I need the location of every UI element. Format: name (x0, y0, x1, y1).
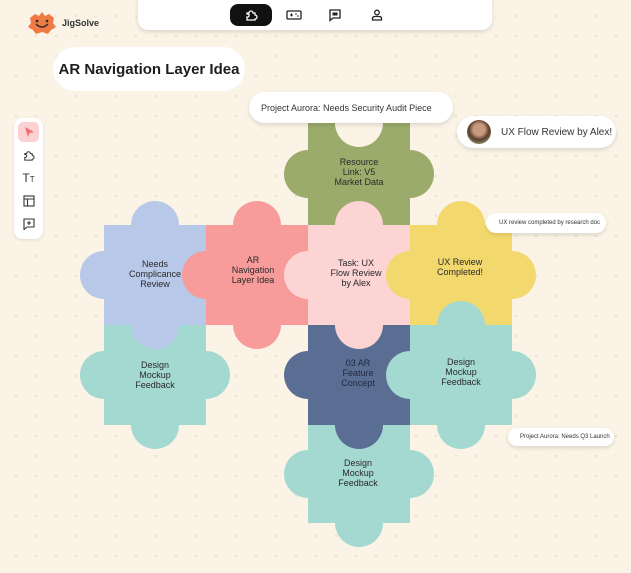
label-design-left: Design Mockup Feedback (135, 360, 175, 390)
nav-profile-button[interactable] (356, 4, 398, 26)
piece-ux-done[interactable] (386, 201, 536, 349)
add-comment-icon (22, 218, 35, 230)
puzzle-piece-icon (24, 150, 35, 161)
text-icon: TT (22, 171, 35, 185)
app-logo[interactable]: JigSolve (26, 10, 99, 36)
pointer-icon (24, 127, 34, 137)
nav-puzzle-button[interactable] (230, 4, 272, 26)
tool-palette: TT (14, 118, 43, 239)
app-name: JigSolve (62, 18, 100, 28)
nav-games-button[interactable] (273, 4, 315, 26)
piece-design-bottom[interactable] (284, 401, 434, 547)
chat-icon (329, 9, 341, 22)
label-design-right: Design Mockup Feedback (441, 357, 481, 387)
comment-security[interactable]: Project Aurora: Needs Security Audit Pie… (249, 92, 453, 123)
board-title-text: AR Navigation Layer Idea (58, 60, 240, 78)
label-compliance: Needs Complicance Review (128, 259, 182, 289)
label-design-bottom: Design Mockup Feedback (338, 458, 378, 488)
tool-layout[interactable] (18, 191, 39, 211)
comment-research-text: UX review completed by research doc (499, 220, 601, 226)
label-ar-navigation: AR Navigation Layer Idea (231, 255, 275, 285)
avatar (467, 120, 491, 144)
tool-text[interactable]: TT (18, 168, 39, 188)
gamepad-icon (286, 10, 302, 20)
tool-puzzle-piece[interactable] (18, 145, 39, 165)
piece-design-left[interactable] (80, 301, 230, 449)
puzzle-icon (246, 10, 258, 21)
piece-ux-task[interactable] (284, 201, 410, 349)
comment-launch[interactable]: Project Aurora: Needs Q3 Launch (508, 428, 614, 446)
comment-research[interactable]: UX review completed by research doc (486, 213, 606, 233)
label-ux-done: UX Review Completed! (436, 257, 484, 277)
comment-launch-text: Project Aurora: Needs Q3 Launch (520, 434, 610, 440)
comment-alex-text: UX Flow Review by Alex! (501, 126, 613, 138)
board-title[interactable]: AR Navigation Layer Idea (53, 47, 245, 91)
label-ux-task: Task: UX Flow Review by Alex (330, 258, 382, 288)
comment-alex[interactable]: UX Flow Review by Alex! (457, 116, 616, 148)
layout-icon (22, 195, 35, 207)
label-feature-concept: 03 AR Feature Concept (341, 358, 375, 388)
logo-gear-icon (28, 12, 56, 34)
tool-add-comment[interactable] (18, 214, 39, 234)
top-navigation (138, 0, 492, 30)
nav-chat-button[interactable] (314, 4, 356, 26)
comment-security-text: Project Aurora: Needs Security Audit Pie… (261, 102, 432, 113)
tool-select[interactable] (18, 122, 39, 142)
user-icon (371, 9, 383, 21)
label-resource: Resource Link: V5 Market Data (334, 157, 384, 187)
